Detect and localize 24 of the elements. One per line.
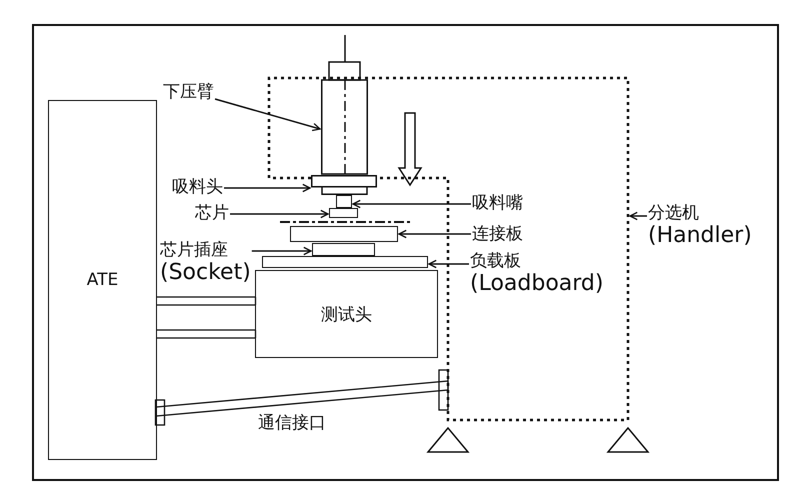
cable: [154, 369, 449, 426]
cable: [156, 329, 256, 339]
part-label: 吸料头: [172, 177, 223, 198]
leader-arrow: [428, 260, 469, 268]
leader-arrow: [214, 98, 321, 132]
edge-label: 通信接口: [258, 414, 326, 434]
leader-arrow: [252, 246, 312, 256]
part-label: 芯片: [195, 203, 229, 224]
leader-arrow: [224, 184, 311, 192]
test-head-box: 测试头: [255, 270, 438, 358]
part-label: 芯片插座 (Socket): [160, 240, 251, 287]
pick-head-drawing: [311, 175, 377, 195]
part-label: 分选机 (Handler): [648, 203, 752, 250]
part-label: 下压臂: [163, 82, 214, 102]
leader-arrow: [398, 230, 471, 238]
part-label: 负载板 (Loadboard): [470, 251, 604, 298]
part-label: 吸料嘴: [472, 193, 523, 214]
press-arm-drawing: [321, 35, 368, 175]
leader-arrow: [352, 200, 471, 208]
leader-arrow: [629, 212, 647, 220]
ate-cabinet: ATE: [48, 100, 157, 460]
part-label: 连接板: [472, 224, 523, 244]
leader-arrow: [230, 210, 329, 218]
cable: [156, 296, 256, 306]
